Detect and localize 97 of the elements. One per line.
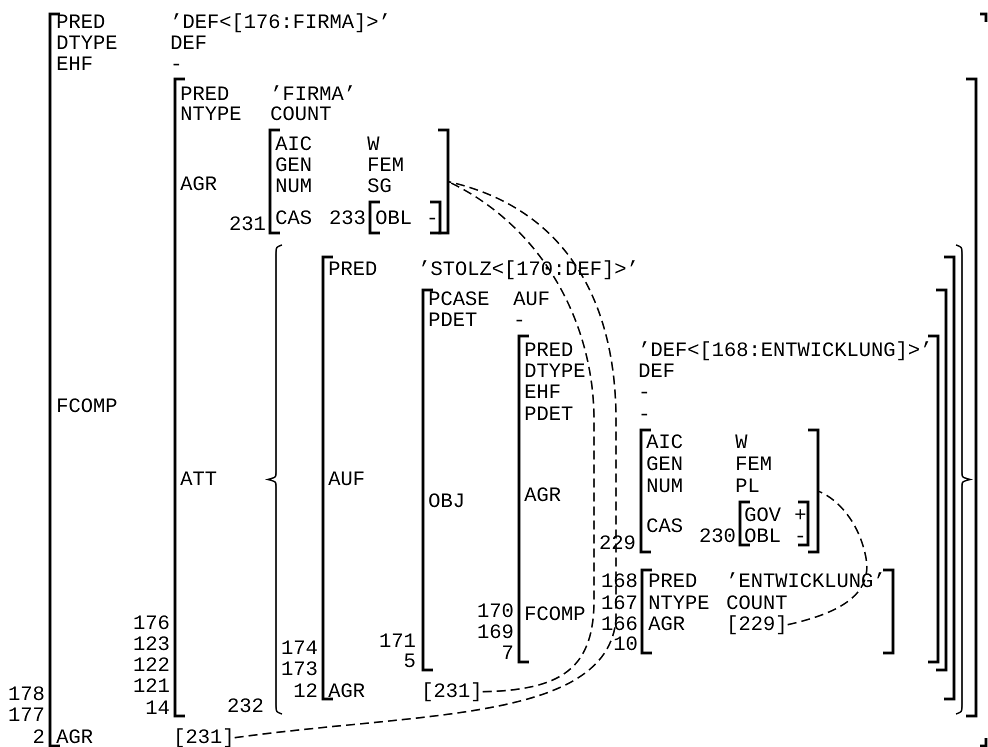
feature-name: NUM [276,178,311,192]
dashed-curve [448,181,595,693]
dashed-curve [234,180,617,738]
index-number: 10 [614,636,637,650]
index-number: 173 [282,661,316,676]
feature-value: - [174,64,180,66]
feature-value: [229] [730,615,784,634]
dashed-curve [788,490,868,626]
feature-name: NUM [648,478,682,492]
feature-name: NTYPE [650,596,708,609]
index-number: 121 [134,678,169,692]
feature-value: - [798,536,804,538]
index-number: 171 [380,634,415,647]
index-number: 169 [478,624,512,638]
feature-name: AGR [328,683,364,698]
feature-value: ’DEF<[168:ENTWICKLUNG]>’ [642,341,928,360]
feature-value: + [795,509,806,520]
feature-value: DEF [172,36,206,49]
index-number: 168 [602,573,636,588]
feature-name: EHF [526,384,560,398]
feature-name: PDET [430,312,476,326]
attribute-value-matrix [518,334,940,664]
attribute-value-matrix [368,200,442,234]
feature-name: PRED [58,14,104,28]
index-number: 7 [503,646,512,659]
index-number: 176 [134,615,168,630]
index-number: 229 [600,535,634,550]
feature-name: DTYPE [526,364,584,377]
feature-value: PL [736,478,758,492]
feature-value: SG [368,178,390,192]
index-number: 174 [282,640,317,654]
feature-value: FEM [737,456,771,470]
index-number: 170 [478,603,513,618]
attribute-value-matrix [268,128,450,234]
attribute-value-matrix [422,288,948,672]
attribute-value-matrix [48,12,988,747]
index-number: 230 [700,528,735,542]
feature-name: AUF [328,472,364,486]
feature-value: - [642,414,648,416]
attribute-value-matrix [322,256,956,700]
feature-value: ’DEF<[176:FIRMA]>’ [174,13,387,32]
feature-value: ’ENTWICKLUNG’ [730,572,882,588]
index-number: 177 [10,708,44,721]
feature-value: ’FIRMA’ [274,85,352,100]
feature-name: GOV [745,507,781,522]
index-number: 233 [330,210,364,224]
feature-value: COUNT [271,106,331,120]
index-number: 12 [294,683,316,697]
index-number: 231 [230,216,265,230]
feature-name: FCOMP [58,398,116,412]
feature-name: CAS [276,210,311,224]
feature-value: FEM [369,158,403,171]
feature-value: COUNT [727,595,787,610]
index-number: 166 [602,616,636,630]
feature-value: W [367,136,380,150]
index-number: 5 [404,654,414,668]
feature-name: OBJ [429,493,463,508]
feature-name: AGR [524,487,560,502]
index-number: 123 [134,636,168,650]
feature-value: - [642,392,648,394]
feature-value: AUF [513,292,549,306]
index-number: 232 [228,698,262,712]
feature-name: AGR [180,176,216,190]
index-number: 14 [146,700,169,714]
feature-name: CAS [647,518,682,532]
feature-name: OBL [376,210,411,224]
attribute-value-matrix [640,568,894,654]
feature-value: W [735,434,748,448]
feature-name: AIC [275,136,312,150]
feature-name: NTYPE [182,106,240,120]
feature-name: DTYPE [58,36,116,49]
feature-name: GEN [647,456,682,470]
feature-name: EHF [58,56,92,70]
feature-name: PCASE [430,291,488,306]
attribute-value-matrix [174,78,978,718]
feature-value: - [516,320,522,322]
feature-name: AIC [646,434,682,448]
feature-value: - [430,218,436,220]
feature-name: ATT [180,472,216,485]
feature-value: [231] [425,682,478,702]
feature-name: AGR [648,616,684,630]
feature-name: PRED [330,262,376,275]
feature-name: PDET [526,406,572,420]
index-number: 122 [134,657,168,671]
feature-name: AGR [56,729,92,744]
index-number: 178 [10,686,44,700]
index-number: 2 [34,729,44,743]
feature-name: PRED [526,342,572,356]
attribute-value-matrix [640,428,820,554]
feature-value: [231] [177,728,230,747]
attribute-value-matrix [738,500,810,546]
feature-name: FCOMP [526,606,584,620]
feature-name: OBL [745,528,780,542]
feature-name: PRED [182,86,228,100]
feature-name: PRED [650,574,696,587]
feature-name: GEN [276,157,310,172]
feature-value: DEF [640,364,674,377]
